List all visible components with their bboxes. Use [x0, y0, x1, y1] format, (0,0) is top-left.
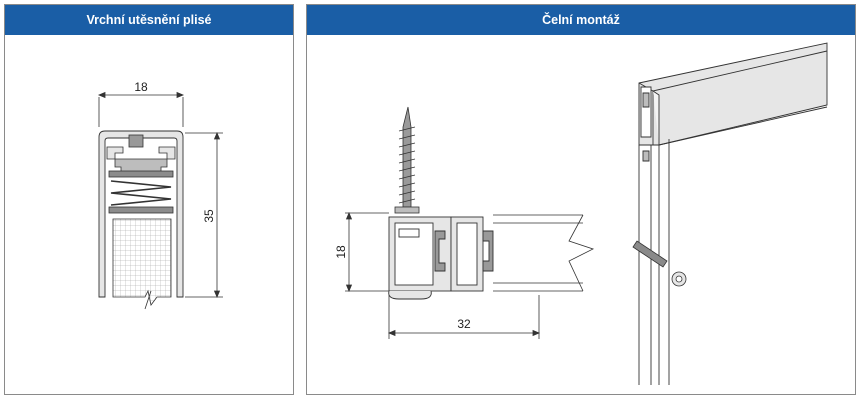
- dimension-height: [185, 131, 223, 299]
- dimension-width: [387, 295, 541, 339]
- pleated-fabric: [112, 218, 172, 310]
- dowel: [632, 240, 687, 287]
- spring: [110, 180, 172, 206]
- profile-housing: [98, 130, 184, 298]
- dimension-width-label: 18: [134, 80, 148, 94]
- left-panel: Vrchní utěsnění plisé 18: [4, 4, 294, 395]
- top-seal-cross-section-drawing: 18 35: [97, 80, 223, 310]
- dimension-width: [97, 91, 185, 127]
- window-frame-perspective: [638, 42, 828, 385]
- right-panel: Čelní montáž 18: [306, 4, 856, 395]
- left-panel-title: Vrchní utěsnění plisé: [5, 5, 293, 35]
- profile-assembly: [388, 216, 494, 300]
- dimension-width-label: 32: [457, 317, 471, 331]
- dimension-height-label: 18: [334, 245, 348, 259]
- slide-carrier: [108, 158, 174, 178]
- front-mounting-drawing: 18: [334, 42, 828, 385]
- screw: [394, 106, 420, 214]
- fabric-edge: [493, 214, 595, 292]
- right-panel-body: 18: [307, 35, 855, 394]
- dimension-height-label: 35: [202, 209, 216, 223]
- dimension-height: [345, 211, 389, 293]
- right-panel-title: Čelní montáž: [307, 5, 855, 35]
- left-panel-body: 18 35: [5, 35, 293, 394]
